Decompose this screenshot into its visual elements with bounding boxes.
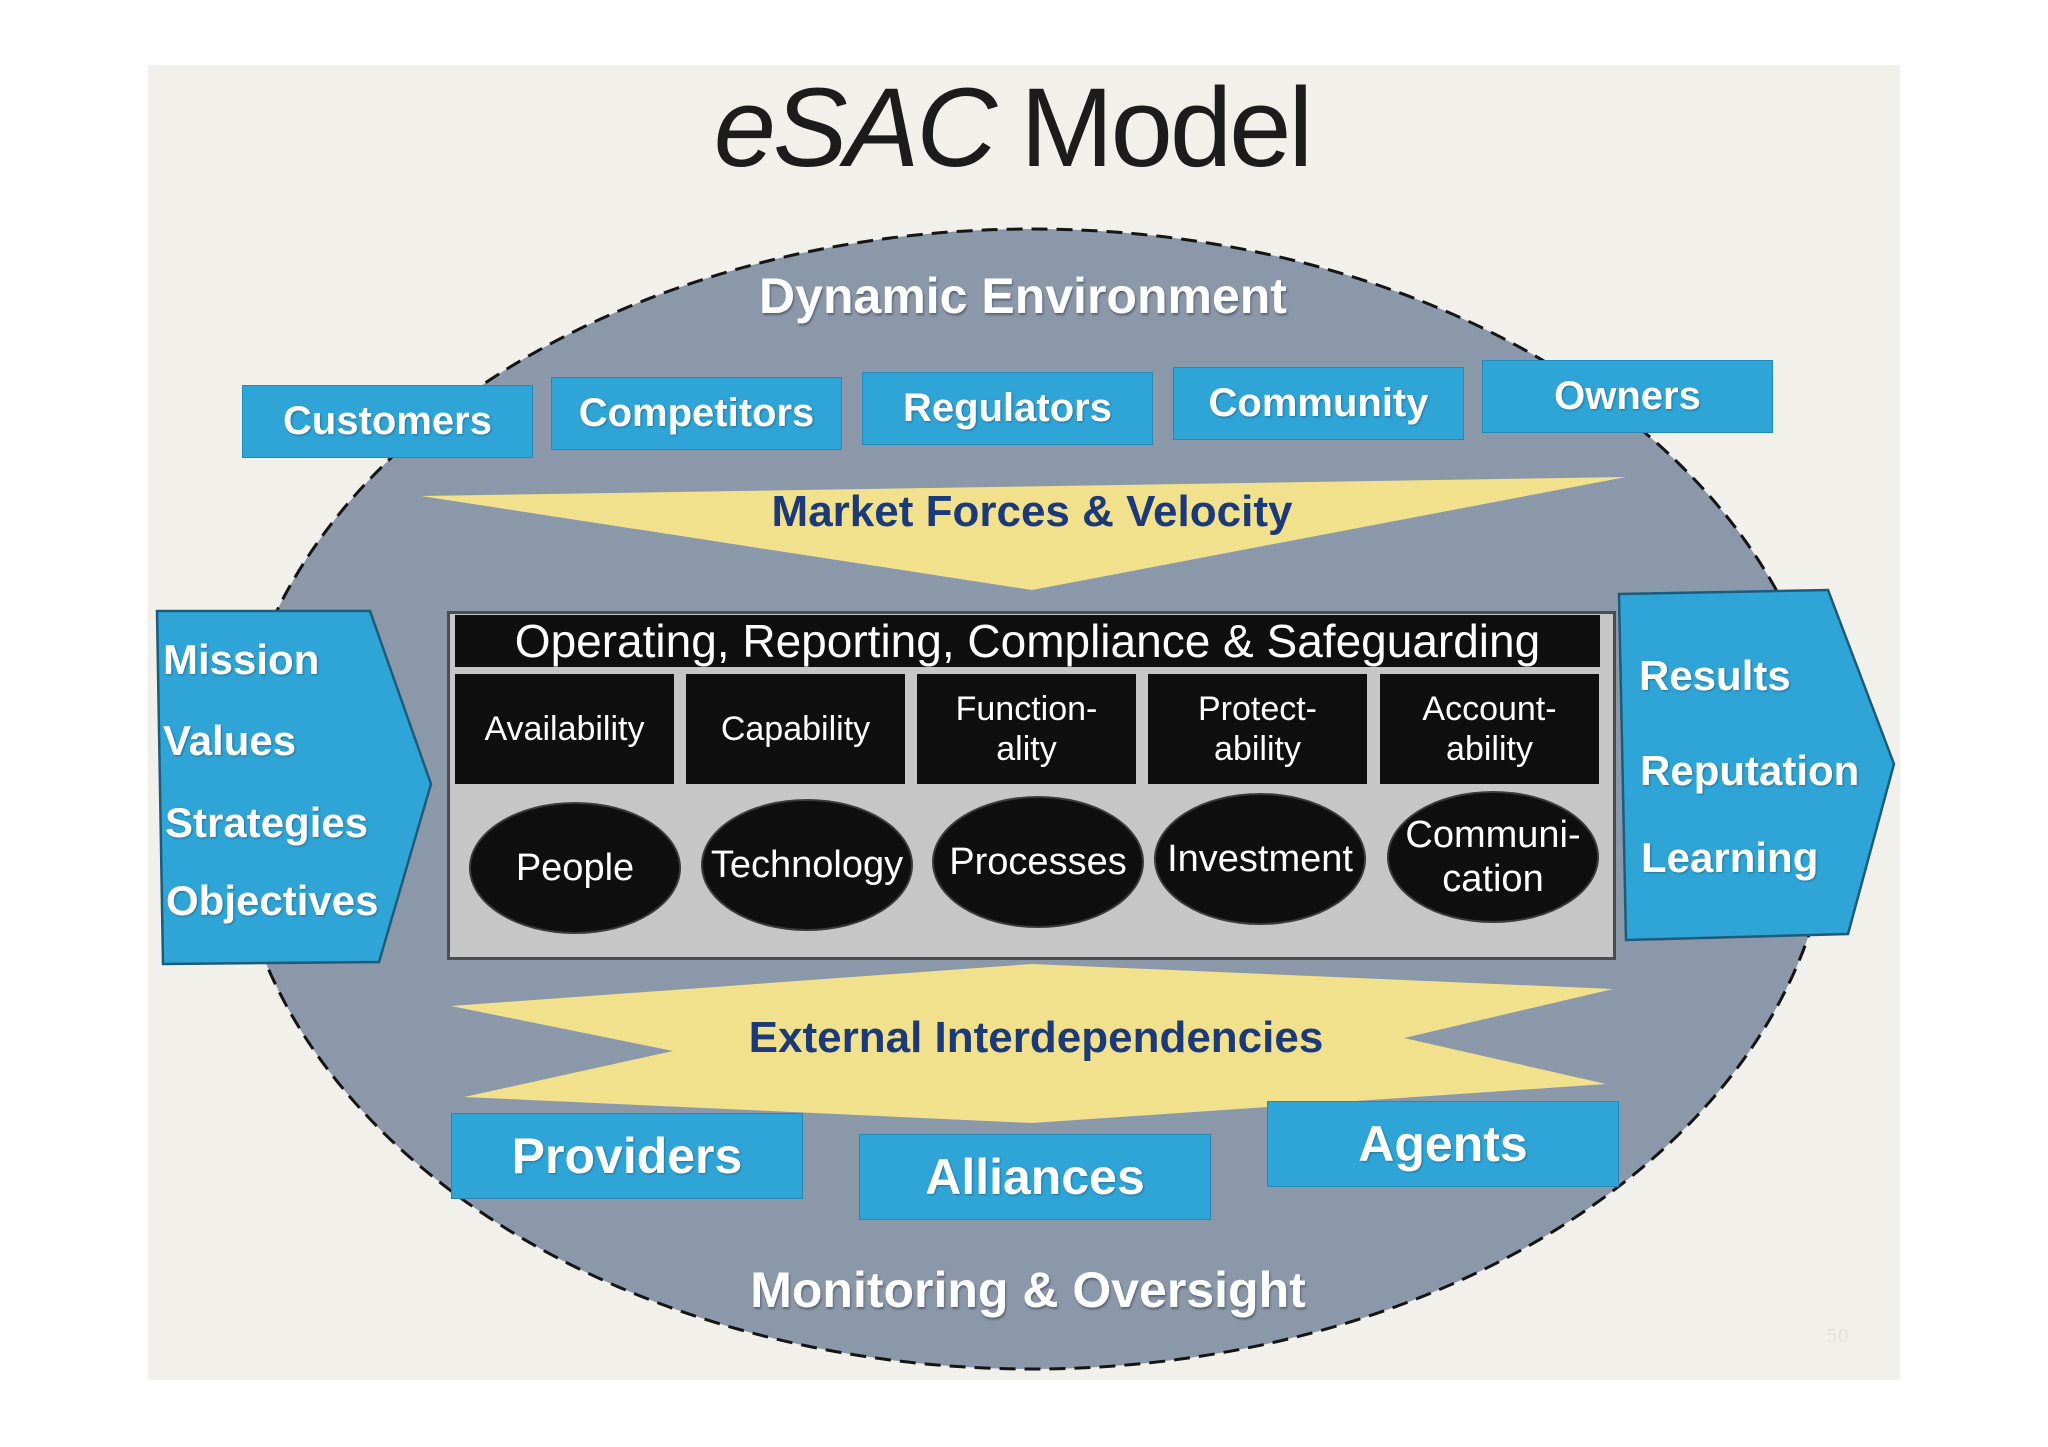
attribute-line: ality xyxy=(996,730,1057,768)
attribute-line: Capability xyxy=(720,710,871,748)
output-reputation: Reputation xyxy=(1640,747,1860,794)
partner-agents: Agents xyxy=(1267,1101,1619,1187)
oversight-label: Monitoring & Oversight xyxy=(750,1262,1306,1318)
resource-investment: Investment xyxy=(1154,793,1366,925)
attribute-line: Availability xyxy=(484,710,645,748)
attribute-line: Function- xyxy=(955,690,1098,728)
stakeholder-regulators: Regulators xyxy=(862,372,1153,445)
resource-line: cation xyxy=(1442,858,1544,900)
inputs-arrow xyxy=(155,609,433,966)
attribute-protectability: Protect- ability xyxy=(1148,674,1367,784)
input-mission: Mission xyxy=(163,636,320,683)
resource-processes: Processes xyxy=(932,796,1144,928)
output-results: Results xyxy=(1639,652,1791,699)
input-values: Values xyxy=(163,717,297,764)
market-forces-arrow xyxy=(421,477,1626,590)
partner-alliances: Alliances xyxy=(859,1134,1211,1220)
outputs-arrow xyxy=(1617,588,1896,942)
stakeholder-competitors: Competitors xyxy=(551,377,842,450)
stakeholder-community: Community xyxy=(1173,367,1464,440)
attribute-line: Protect- xyxy=(1197,690,1318,728)
resource-line: People xyxy=(515,847,635,889)
resource-communication: Communi- cation xyxy=(1387,791,1599,923)
attribute-line: ability xyxy=(1214,730,1301,768)
attribute-accountability: Account- ability xyxy=(1380,674,1599,784)
page-number: 50 xyxy=(1826,1326,1849,1347)
resource-line: Communi- xyxy=(1405,814,1581,856)
resource-line: Technology xyxy=(710,844,904,886)
interdependencies-label: External Interdependencies xyxy=(748,1013,1324,1062)
interdependencies-shape xyxy=(451,964,1613,1123)
partner-providers: Providers xyxy=(451,1113,803,1199)
stakeholder-customers: Customers xyxy=(242,385,533,458)
input-strategies: Strategies xyxy=(165,799,369,846)
output-learning: Learning xyxy=(1641,834,1819,881)
attribute-functionality: Function- ality xyxy=(917,674,1136,784)
resource-line: Investment xyxy=(1167,838,1353,880)
resource-people: People xyxy=(469,802,681,934)
resource-technology: Technology xyxy=(701,799,913,931)
resource-line: Processes xyxy=(949,841,1127,883)
title-italic-part: eSAC xyxy=(713,65,998,190)
dynamic-environment-label: Dynamic Environment xyxy=(759,268,1287,324)
attribute-line: ability xyxy=(1446,730,1533,768)
stakeholder-owners: Owners xyxy=(1482,360,1773,433)
input-objectives: Objectives xyxy=(166,877,379,924)
attribute-line: Account- xyxy=(1422,690,1557,728)
attribute-capability: Capability xyxy=(686,674,905,784)
core-header: Operating, Reporting, Compliance & Safeg… xyxy=(455,615,1600,667)
market-forces-label: Market Forces & Velocity xyxy=(771,487,1293,536)
title-regular-part: Model xyxy=(1020,65,1313,190)
attribute-availability: Availability xyxy=(455,674,674,784)
